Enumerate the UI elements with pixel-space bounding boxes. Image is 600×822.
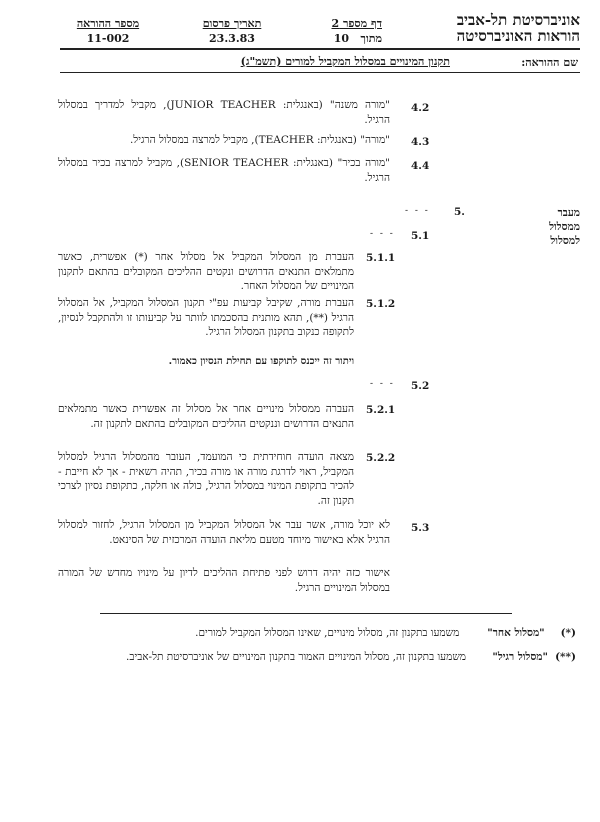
section-number: 4.4 (411, 160, 430, 172)
university-name: אוניברסיטת תל-אביב הוראות האוניברסיטה (457, 12, 580, 44)
footnote-term: "מסלול אחר" (487, 627, 545, 639)
section-number: 4.2 (411, 102, 430, 114)
section-5-2-2-number: 5.2.2 (366, 452, 396, 464)
section-5-3-text: לא יוכל מורה, אשר עבר אל המסלול המקביל מ… (58, 519, 390, 546)
section-5-1-2-note: ויתור זה ייכנס לתוקפו עם תחילת הנסיון כא… (168, 356, 354, 367)
subject-label: שם ההוראה: (521, 56, 578, 69)
footnote-mark: (*) (560, 627, 576, 639)
footnote-text: משמעו בתקנון זה, מסלול המינויים האמור בת… (126, 651, 466, 663)
date-value: 23.3.83 (209, 32, 255, 45)
header-divider-bottom (60, 72, 580, 73)
university-line-2: הוראות האוניברסיטה (456, 27, 580, 45)
date-block: תאריך פרסום 23.3.83 (192, 16, 272, 46)
section-text: "מורה משנה" (באנגלית: JUNIOR TEACHER), מ… (58, 99, 390, 126)
section-5-1-2-text: העברת מורה, שקיבל קביעות עפ"י תקנון המסל… (58, 297, 354, 338)
footnote-term: "מסלול רגיל" (492, 651, 548, 663)
section-5-3-number: 5.3 (411, 522, 430, 534)
section-5-3-note: אישור כזה יהיה דרוש לפני פתיחת ההליכים ל… (58, 567, 390, 594)
section-5-2-number: 5.2 (411, 380, 430, 392)
footnote: (**) "מסלול רגיל" משמעו בתקנון זה, מסלול… (36, 650, 576, 665)
page-number: 2 (331, 17, 340, 30)
section-text: "מורה" (באנגלית: TEACHER), מקביל למרצה ב… (129, 134, 390, 146)
footnote: (*) "מסלול אחר" משמעו בתקנון זה, מסלול מ… (36, 626, 576, 641)
subject-title: תקנון המינויים במסלול המקביל למורים (תשמ… (240, 55, 450, 68)
section-5-title: מעבר ממסלול למסלול (549, 207, 580, 247)
footnote-text: משמעו בתקנון זה, מסלול מינויים, שאינו המ… (195, 627, 460, 639)
of-label: מתוך (360, 32, 382, 45)
doc-value: 11-002 (86, 32, 130, 45)
section-5-2-dashes: - - - (370, 379, 395, 389)
page-number-block: דף מספר 2 מתוך 10 (296, 16, 382, 46)
section-5-1-1-number: 5.1.1 (366, 252, 396, 264)
section-5-1-dashes: - - - (370, 229, 395, 239)
date-label: תאריך פרסום (202, 17, 262, 30)
footnote-mark: (**) (555, 651, 576, 663)
of-total: 10 (333, 32, 350, 45)
page-label: דף מספר (343, 17, 382, 30)
section-5-dashes: - - - (405, 206, 430, 216)
section-5-1-2-number: 5.1.2 (366, 298, 396, 310)
section-5-number: 5. (454, 206, 465, 218)
footnote-divider (100, 613, 512, 614)
section-5-1-1-text: העברת מן המסלול המקביל אל מסלול אחר (*) … (58, 251, 354, 292)
section-5-1-number: 5.1 (411, 230, 430, 242)
section-text: "מורה בכיר" (באנגלית: SENIOR TEACHER), מ… (58, 157, 391, 184)
doc-number-block: מספר ההוראה 11-002 (60, 16, 156, 46)
section-5-2-2-text: מצאה הועדה חוחידתית כי המועמד, העובר מהמ… (58, 451, 354, 507)
section-5-2-1-text: העברה ממסלול מינויים אחר אל מסלול זה אפש… (58, 403, 354, 430)
university-line-1: אוניברסיטת תל-אביב (456, 11, 580, 29)
header-divider-top (60, 48, 580, 50)
section-number: 4.3 (411, 136, 430, 148)
section-5-2-1-number: 5.2.1 (366, 404, 396, 416)
doc-label: מספר ההוראה (76, 17, 140, 30)
